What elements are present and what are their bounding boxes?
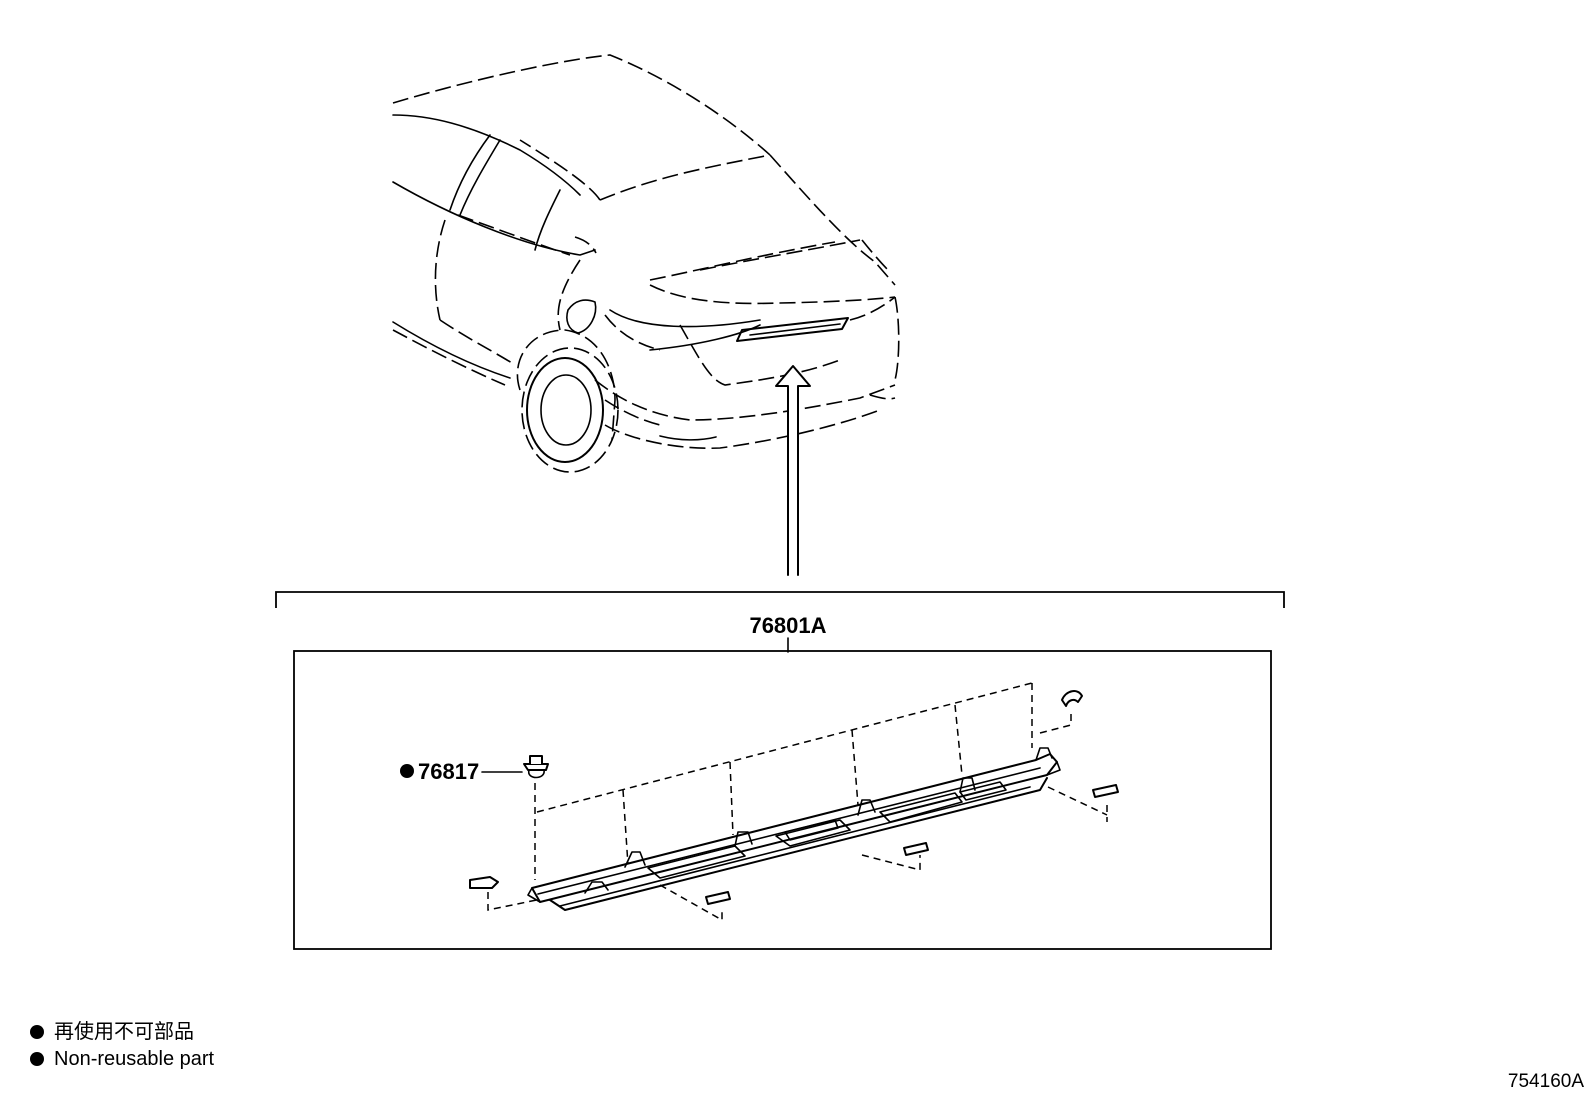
legend-english-text: Non-reusable part [54, 1048, 215, 1070]
legend-japanese-text: 再使用不可部品 [54, 1021, 194, 1043]
legend-japanese: 再使用不可部品 [30, 1020, 194, 1044]
non-reusable-dot-icon [30, 1052, 44, 1066]
car-outline-illustration [392, 54, 900, 473]
assembly-bracket [275, 591, 1285, 608]
figure-code: 754160A [1507, 1071, 1584, 1092]
non-reusable-marker [400, 764, 414, 778]
trunk-garnish-part [527, 747, 1061, 911]
clip-part-number: 76817 [418, 759, 479, 784]
legend-english: Non-reusable part [30, 1047, 214, 1071]
detail-frame [293, 650, 1272, 950]
clip-part [523, 755, 549, 779]
non-reusable-dot-icon [30, 1025, 44, 1039]
adhesive-pads [469, 690, 1119, 905]
location-arrow [775, 365, 811, 576]
assembly-part-number: 76801A [749, 613, 826, 638]
